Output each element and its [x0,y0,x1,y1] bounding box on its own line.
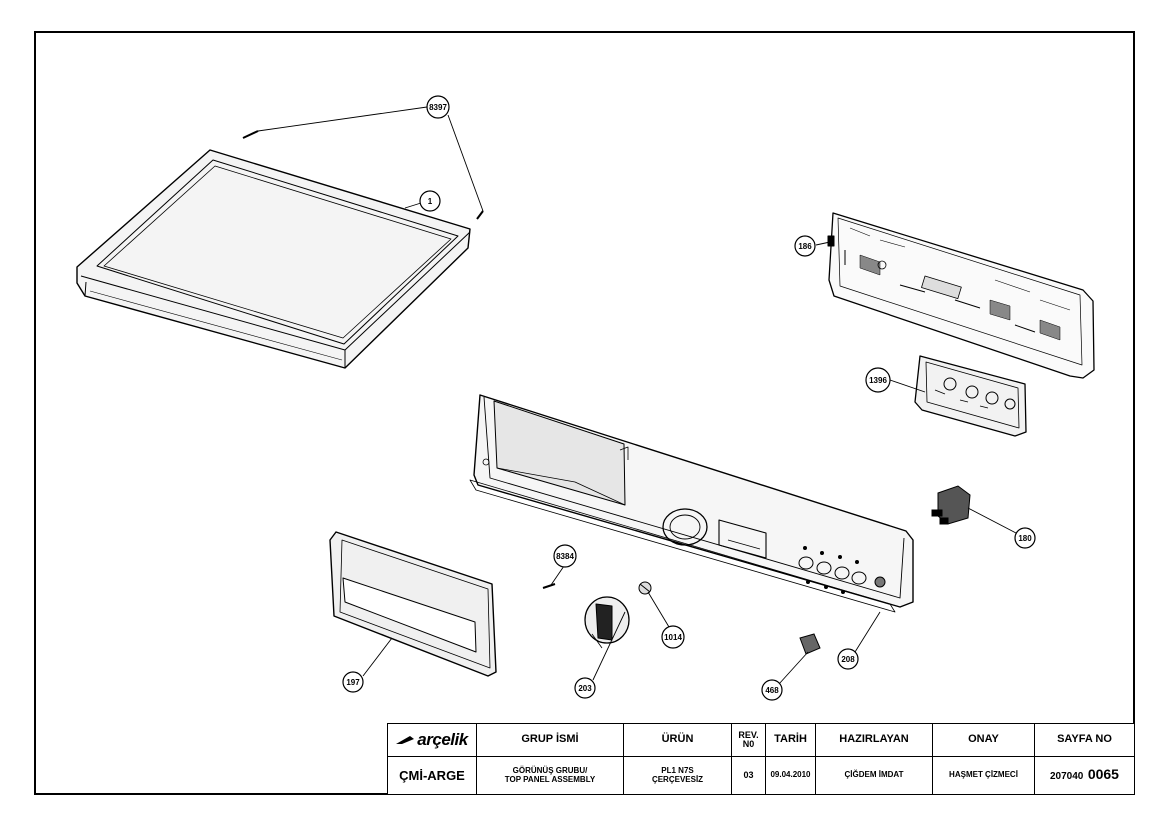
button-holder-part [914,355,1027,437]
svg-text:468: 468 [765,686,779,695]
callout-180: 180 [1014,527,1036,549]
arcelik-logo-icon [396,735,415,749]
callout-197: 197 [342,671,364,693]
svg-text:186: 186 [798,242,812,251]
sheet-no-prefix: 207040 [1050,771,1084,783]
callout-1014: 1014 [661,625,685,649]
svg-text:1396: 1396 [869,376,887,385]
callout-208: 208 [837,648,859,670]
header-prepared-by: HAZIRLAYAN [815,723,933,757]
product-line2: ÇERÇEVESİZ [651,774,704,784]
product-value: PL1 N7S ÇERÇEVESİZ [623,756,732,795]
drawer-front-part [329,531,497,677]
power-switch-part [931,485,971,525]
sheet-no-value: 207040 0065 [1034,756,1135,795]
header-product: ÜRÜN [623,723,732,757]
header-date: TARİH [765,723,816,757]
product-line1: PL1 N7S [661,766,694,776]
sheet-no-suffix: 0065 [1087,766,1119,783]
group-name-line2: TOP PANEL ASSEMBLY [504,774,596,784]
program-knob-part [584,596,630,649]
leader-lines [257,106,1017,685]
callout-468: 468 [761,679,783,701]
callout-186: 186 [794,235,816,257]
callout-8397: 8397 [426,95,450,119]
svg-text:1014: 1014 [664,633,682,642]
callout-203: 203 [574,677,596,699]
svg-text:197: 197 [346,678,360,687]
date-value: 09.04.2010 [765,756,816,795]
header-group-name: GRUP İSMİ [476,723,624,757]
svg-text:203: 203 [578,684,592,693]
button-cap-part [799,633,821,655]
callout-8384: 8384 [553,544,577,568]
brand-logo-cell: arçelik [387,723,477,757]
header-sheet-no: SAYFA NO [1034,723,1135,757]
approval-value: HAŞMET ÇİZMECİ [932,756,1035,795]
brand-name: arçelik [417,730,468,750]
callout-1396: 1396 [865,367,891,393]
knob-insert-part [638,581,652,595]
title-block: arçelik GRUP İSMİ ÜRÜN REV. N0 TARİH HAZ… [387,723,1135,795]
control-board-part [827,212,1095,379]
department-value: ÇMİ-ARGE [387,756,477,795]
top-lid-part [76,149,471,369]
svg-text:8384: 8384 [556,552,574,561]
callout-1: 1 [419,190,441,212]
svg-text:8397: 8397 [429,103,447,112]
screw-small-part [542,583,556,589]
svg-text:208: 208 [841,655,855,664]
header-approval: ONAY [932,723,1035,757]
svg-text:1: 1 [428,197,433,206]
group-name-line1: GÖRÜNÜŞ GRUBU/ [512,766,588,776]
prepared-by-value: ÇİĞDEM İMDAT [815,756,933,795]
header-rev: REV. N0 [731,723,766,757]
screw-part [242,130,484,220]
group-name-value: GÖRÜNÜŞ GRUBU/ TOP PANEL ASSEMBLY [476,756,624,795]
rev-value: 03 [731,756,766,795]
svg-text:180: 180 [1018,534,1032,543]
fascia-panel-part [469,394,914,613]
